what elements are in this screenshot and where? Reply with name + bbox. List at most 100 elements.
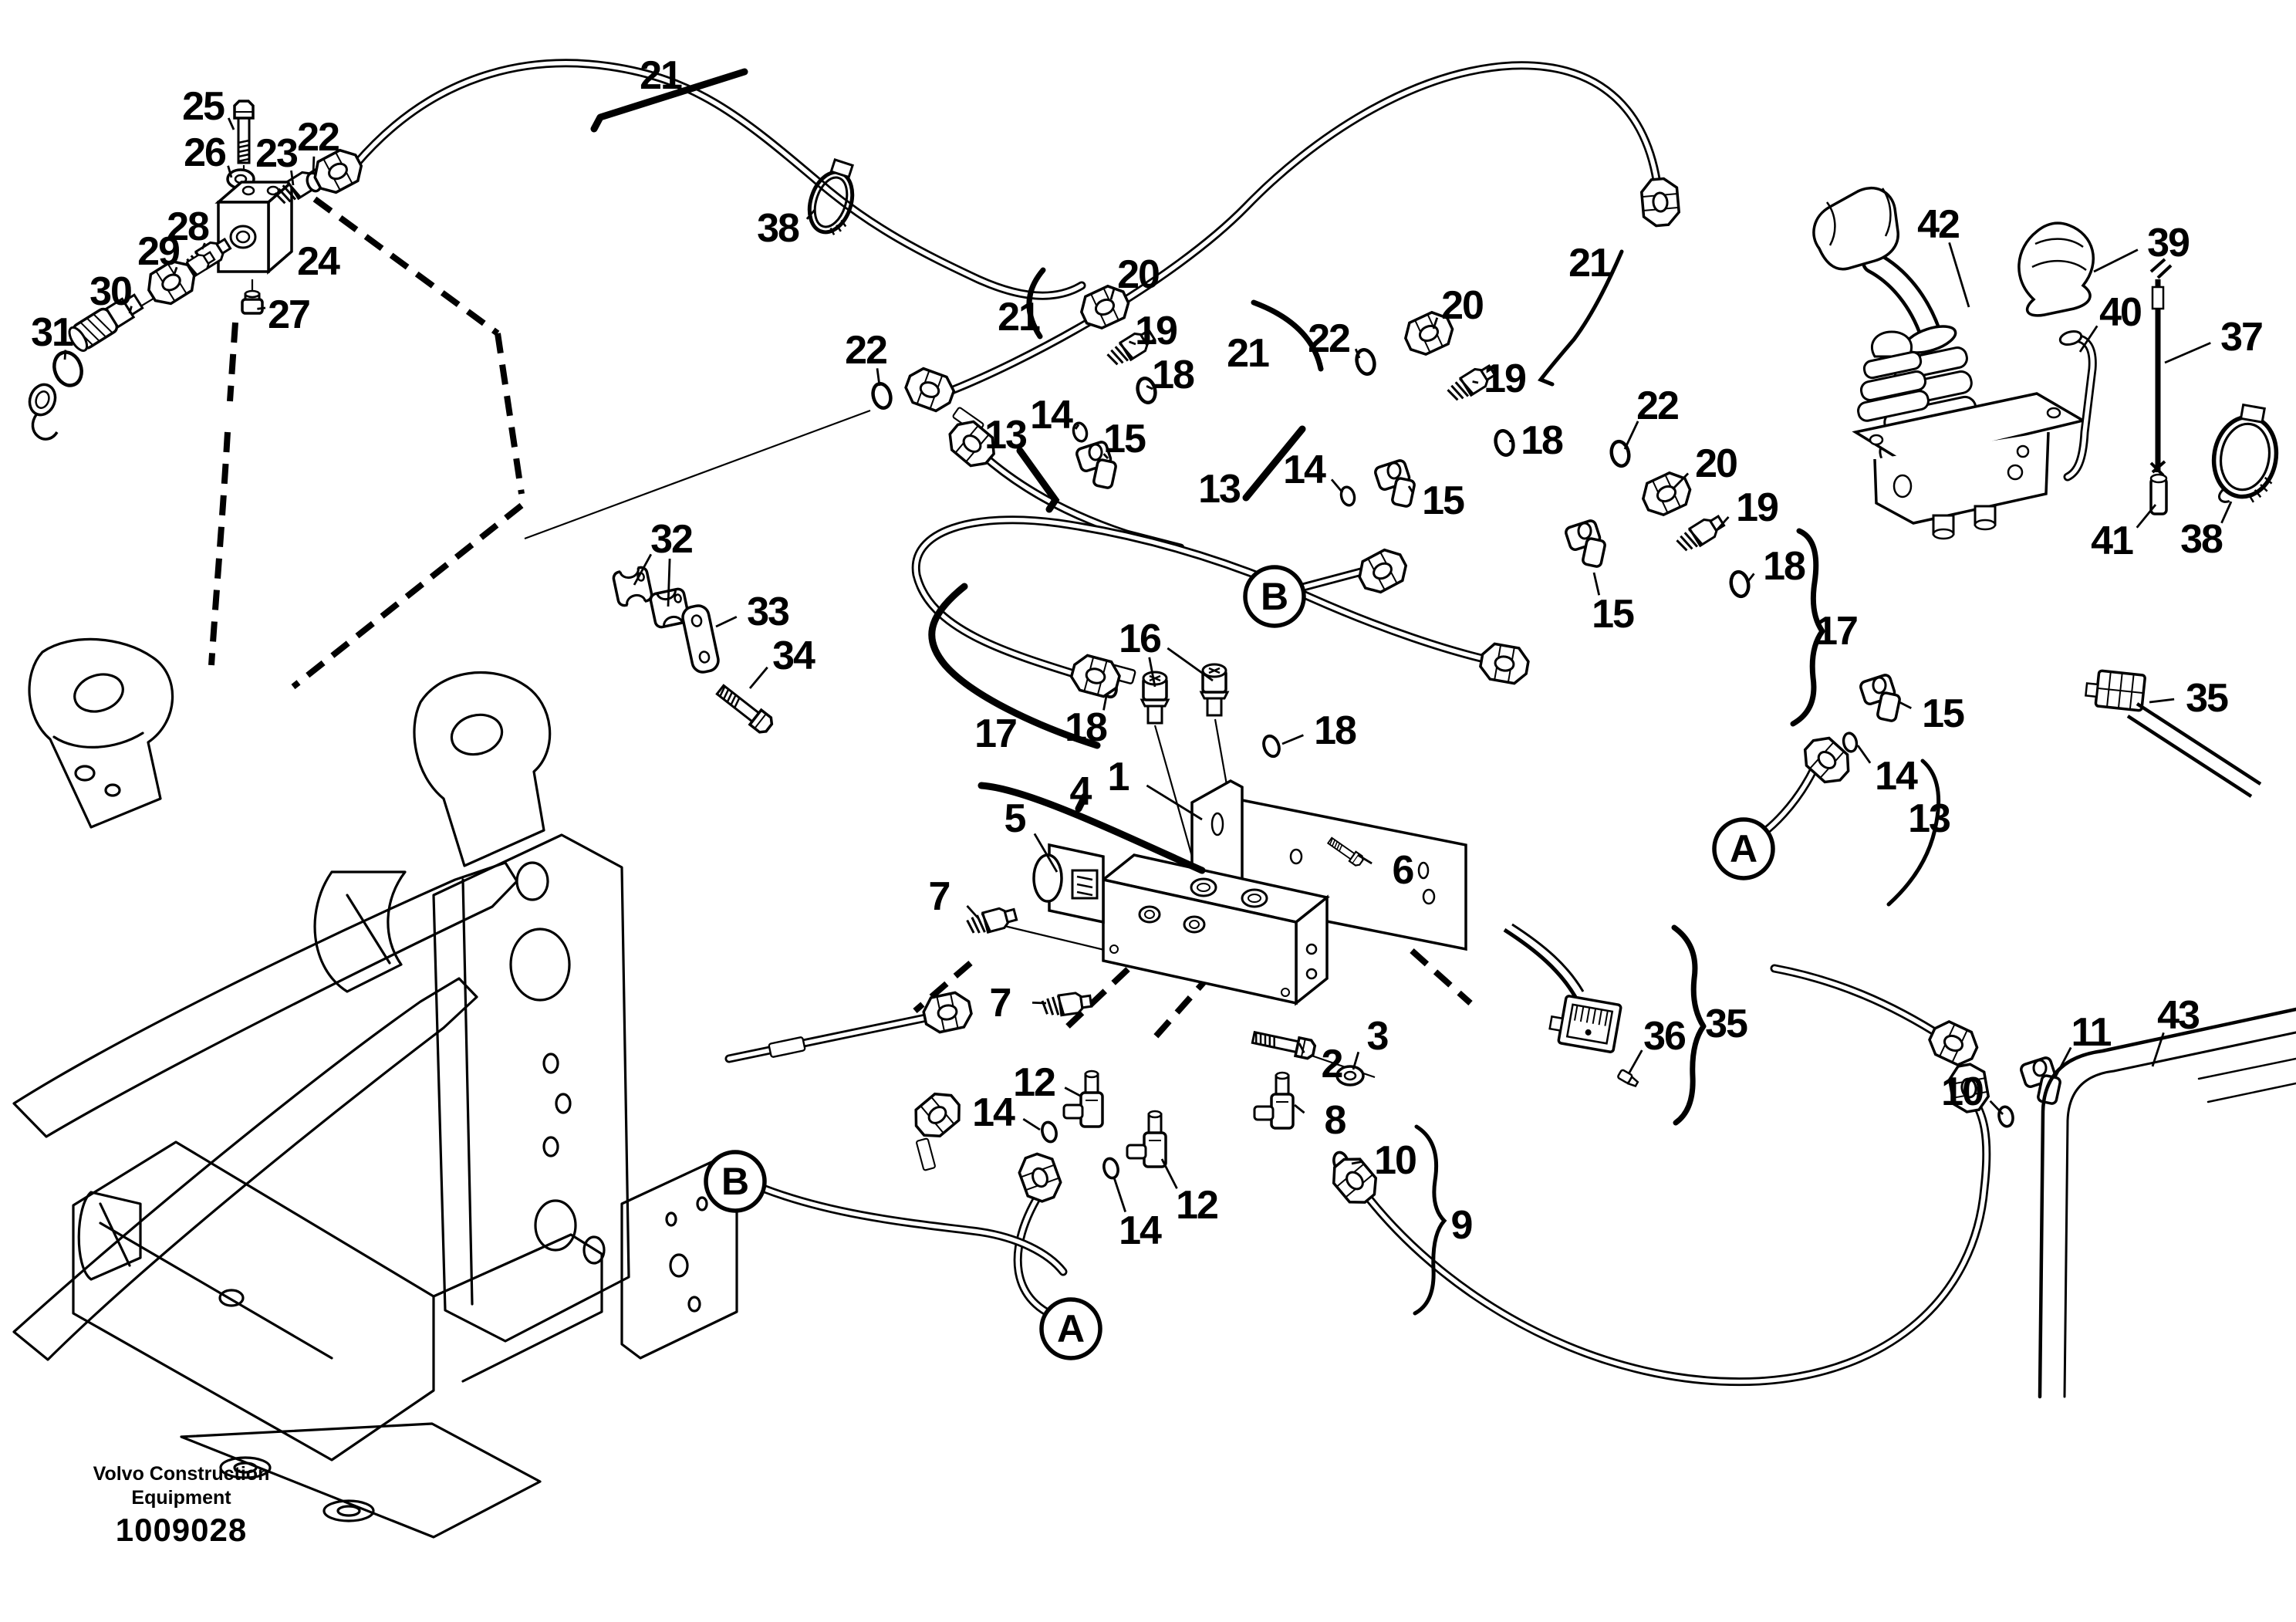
callout-24: 24 — [297, 239, 340, 284]
leader-line-11 — [2054, 1046, 2072, 1078]
hose-nut-13b — [1352, 542, 1413, 600]
callout-12: 12 — [1013, 1060, 1055, 1105]
oring-18b — [1493, 429, 1516, 458]
knob-39 — [2017, 221, 2095, 317]
hose-clamp-38-right — [2211, 403, 2279, 503]
doc-number: 1009028 — [115, 1512, 248, 1548]
callout-37: 37 — [2220, 315, 2262, 360]
leader-line-6 — [1357, 853, 1373, 865]
connection-point-label-a: A — [1730, 827, 1757, 870]
fitting-7a — [965, 904, 1019, 938]
callout-41: 41 — [2091, 519, 2133, 563]
connection-point-label-b: B — [1261, 575, 1288, 618]
callout-18: 18 — [1763, 544, 1805, 589]
joystick-boot-2 — [1857, 330, 1930, 422]
leader-line-29 — [173, 266, 178, 275]
leader-line-36 — [1628, 1049, 1643, 1073]
oring-14a — [1070, 420, 1090, 444]
oring-18r — [1259, 732, 1284, 760]
leader-line-14 — [1022, 1118, 1041, 1131]
callout-6: 6 — [1393, 848, 1414, 893]
leader-line-12 — [1160, 1158, 1178, 1189]
banjo-fitting-16a — [1140, 671, 1170, 725]
callout-16: 16 — [1119, 617, 1161, 661]
solenoid-valve-5 — [1032, 843, 1105, 924]
hose-nut-17b — [1477, 640, 1532, 687]
connection-point-a — [1039, 1297, 1102, 1360]
leader-line-41 — [2136, 504, 2157, 529]
callout-33: 33 — [747, 590, 789, 634]
annotation-brackets — [590, 68, 1941, 1316]
pipe-nut-left — [920, 988, 975, 1036]
callout-10: 10 — [1374, 1138, 1416, 1183]
leader-line-24 — [285, 254, 289, 258]
callout-5: 5 — [1004, 796, 1026, 841]
port-block-24 — [214, 179, 295, 275]
leader-line-26 — [227, 165, 233, 178]
t-fitting-12a — [1062, 1070, 1104, 1128]
callout-17: 17 — [974, 711, 1016, 756]
callout-18: 18 — [1521, 418, 1563, 463]
oring-10b — [1995, 1103, 2017, 1130]
connection-point-b — [1243, 565, 1306, 628]
callout-10: 10 — [1941, 1070, 1983, 1114]
callout-38: 38 — [757, 206, 799, 251]
elbow-15b — [1373, 458, 1417, 509]
oring-14b — [1338, 484, 1358, 509]
callout-21: 21 — [1568, 241, 1611, 286]
cable-tie-37 — [2149, 258, 2173, 477]
callout-21: 21 — [640, 53, 682, 98]
hose-17-loop — [916, 520, 1498, 678]
callout-15: 15 — [1422, 478, 1464, 523]
callout-30: 30 — [89, 269, 131, 314]
callout-20: 20 — [1441, 283, 1483, 328]
leader-line-33 — [715, 616, 738, 628]
machine-frame — [12, 637, 738, 1539]
callout-29: 29 — [137, 229, 179, 274]
leader-line-42 — [1948, 242, 1970, 308]
hose-21-lower — [940, 66, 1659, 395]
leader-line-2 — [1298, 1042, 1305, 1053]
dust-cap-31 — [28, 383, 59, 441]
callout-14: 14 — [1030, 393, 1073, 438]
t-fitting-8 — [1253, 1071, 1295, 1130]
brand-line-2: Equipment — [131, 1487, 231, 1509]
callout-22: 22 — [1308, 316, 1349, 361]
leader-lines — [63, 117, 2233, 1213]
leader-line-22 — [1623, 421, 1639, 450]
leader-line-16 — [1167, 647, 1214, 682]
connector-35-right — [2085, 669, 2262, 798]
clamp-half-32a — [612, 559, 653, 614]
fitting-19c — [1673, 511, 1728, 556]
joystick-base — [1852, 392, 2087, 540]
leader-line-10 — [1989, 1100, 2004, 1115]
callout-3: 3 — [1367, 1014, 1389, 1059]
callout-20: 20 — [1695, 441, 1737, 486]
oring-14e — [1100, 1155, 1122, 1181]
leader-line-20 — [1432, 317, 1439, 329]
callout-18: 18 — [1152, 353, 1194, 397]
leader-line-12 — [1064, 1086, 1081, 1097]
elbow-15d — [1858, 672, 1903, 723]
joystick-grip — [1812, 187, 1899, 271]
hose-clamp-38-left — [807, 158, 855, 235]
connection-point-label-b: B — [721, 1160, 749, 1203]
oring-14c — [1840, 730, 1860, 755]
leader-line-1 — [1146, 784, 1203, 821]
leader-line-18 — [1102, 695, 1108, 711]
pipe-left — [729, 1017, 930, 1059]
callout-18: 18 — [1314, 708, 1356, 753]
leader-line-38 — [805, 209, 816, 220]
callout-13: 13 — [1198, 467, 1241, 512]
elbow-nut-b — [907, 1085, 968, 1145]
leader-line-22 — [312, 156, 316, 175]
callout-38: 38 — [2180, 517, 2223, 562]
callout-25: 25 — [182, 84, 225, 129]
callout-42: 42 — [1917, 202, 1959, 247]
leader-line-22 — [876, 368, 881, 387]
leader-line-38 — [2220, 501, 2233, 524]
elbow-15c — [1563, 518, 1608, 569]
bolt-25 — [233, 100, 255, 164]
callout-22: 22 — [845, 328, 886, 373]
